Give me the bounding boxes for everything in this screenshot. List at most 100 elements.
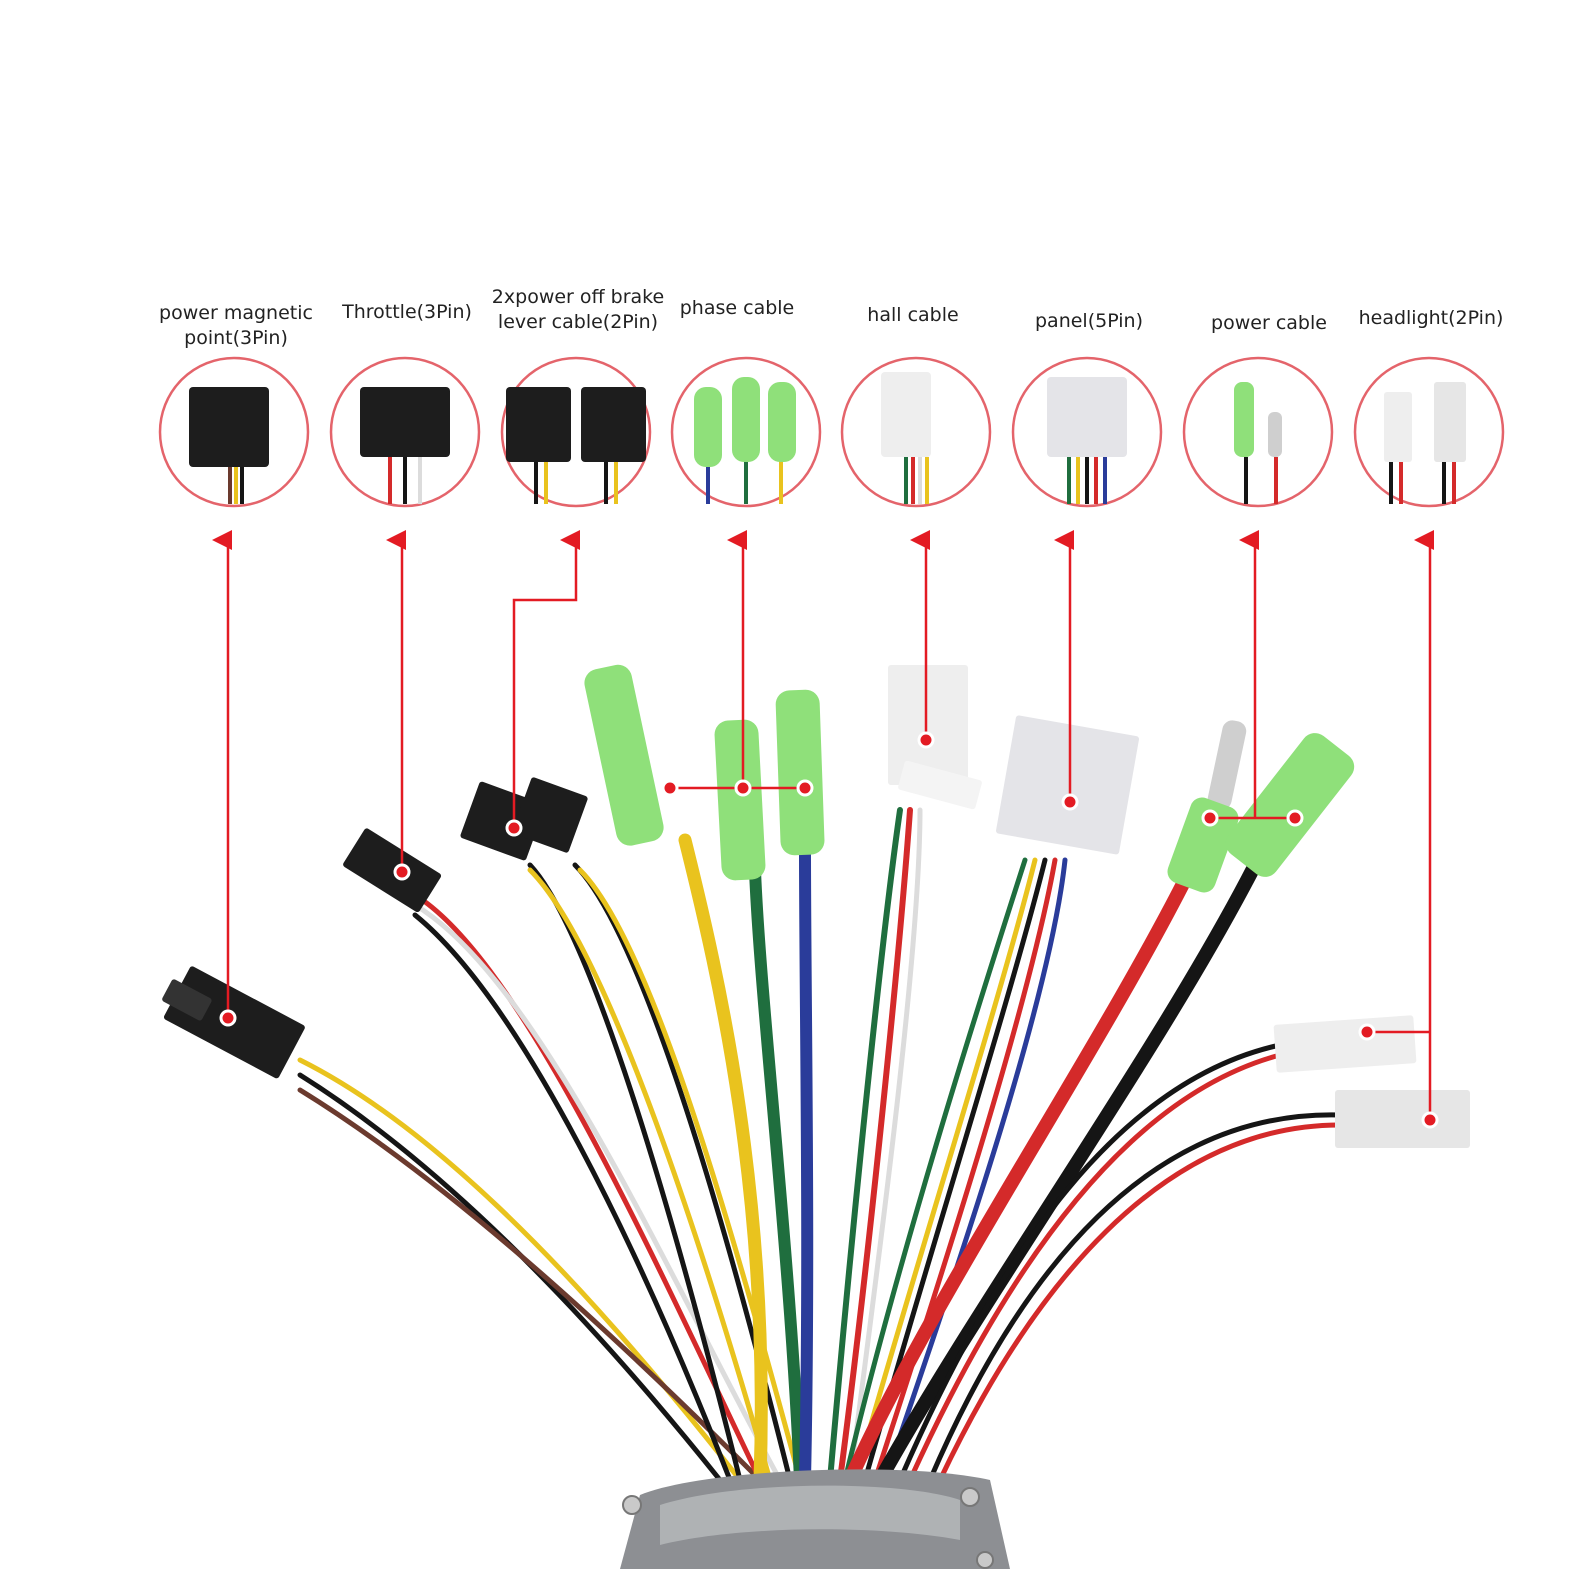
detail-sleeve <box>732 377 760 462</box>
label-line: panel(5Pin) <box>1035 310 1143 332</box>
callout-dot <box>661 779 679 797</box>
wire <box>577 867 803 1483</box>
wire <box>297 1072 723 1483</box>
wire <box>937 1122 1343 1483</box>
label-throttle: Throttle(3Pin) <box>342 300 472 325</box>
wire <box>872 857 1058 1483</box>
callout-dot <box>1421 1111 1439 1129</box>
detail-housing <box>360 387 450 457</box>
connector-plugs <box>162 664 1470 1148</box>
callout-dot <box>1201 809 1219 827</box>
headlight-plug-bottom <box>1335 1090 1470 1148</box>
screw-icon <box>976 1551 994 1569</box>
wire <box>297 1087 763 1483</box>
phase-sleeve <box>584 664 664 846</box>
callout-dot <box>1061 793 1079 811</box>
label-panel: panel(5Pin) <box>1035 309 1143 334</box>
detail-housing <box>581 387 646 462</box>
callout-dot <box>1358 1023 1376 1041</box>
controller-grommet <box>660 1485 960 1545</box>
power-magnetic-plug-latch <box>162 979 212 1021</box>
wire <box>412 912 733 1483</box>
wire <box>527 867 773 1483</box>
detail-terminal <box>1268 412 1282 457</box>
detail-circle-hl <box>1353 356 1505 508</box>
wire <box>837 807 913 1483</box>
wire <box>907 1052 1283 1483</box>
detail-housing <box>189 387 269 467</box>
callout-dot <box>393 863 411 881</box>
wire <box>897 1042 1283 1483</box>
power-bullet-terminal <box>1207 720 1247 810</box>
detail-housing <box>881 372 931 457</box>
panel-plug <box>996 715 1140 855</box>
label-line: Throttle(3Pin) <box>342 301 472 323</box>
phase-sleeve <box>714 719 766 881</box>
detail-circle-pa <box>1011 356 1163 508</box>
wire <box>927 1112 1343 1483</box>
wire-bundle <box>297 807 1343 1487</box>
power-sleeve-black <box>1225 733 1355 877</box>
label-line: power magnetic <box>159 302 313 324</box>
power-sleeve-red <box>1167 797 1239 893</box>
detail-sleeve <box>768 382 796 462</box>
screw-icon <box>622 1495 642 1515</box>
callout-dot <box>1286 809 1304 827</box>
detail-housing <box>1434 382 1466 462</box>
throttle-plug <box>343 828 442 913</box>
callout-dot <box>917 731 935 749</box>
wire <box>842 857 1028 1483</box>
detail-housing <box>506 387 571 462</box>
wire <box>799 844 814 1486</box>
detail-circle-br <box>500 356 652 508</box>
detail-housing <box>1384 392 1412 462</box>
label-headlight: headlight(2Pin) <box>1359 306 1504 331</box>
detail-circle-ph <box>670 356 822 508</box>
detail-circle-pm <box>158 356 310 508</box>
wire <box>827 807 903 1483</box>
label-hall-cable: hall cable <box>867 303 958 328</box>
detail-circle-po <box>1182 356 1334 508</box>
wire <box>412 902 783 1483</box>
label-line: headlight(2Pin) <box>1358 307 1504 329</box>
detail-circle-th <box>329 356 481 508</box>
detail-sleeve <box>694 387 722 467</box>
wire <box>678 833 768 1487</box>
label-line: phase cable <box>679 297 795 319</box>
detail-sleeve <box>1234 382 1254 457</box>
detail-circles <box>158 356 1505 508</box>
label-line: 2xpower off brake <box>491 286 665 308</box>
wire <box>749 864 806 1486</box>
detail-circle-ring <box>1182 356 1334 508</box>
detail-circle-ring <box>1353 356 1505 508</box>
hall-plug-latch <box>898 760 982 810</box>
callout-dot <box>505 819 523 837</box>
wire <box>852 857 1038 1483</box>
label-line: point(3Pin) <box>184 327 288 349</box>
detail-circle-ha <box>840 356 992 508</box>
callout-dot <box>219 1009 237 1027</box>
label-line: power cable <box>1211 312 1327 334</box>
phase-sleeve <box>775 689 825 856</box>
brake-plug-right <box>512 777 588 853</box>
detail-housing <box>1047 377 1127 457</box>
wire <box>843 863 1197 1487</box>
wire <box>882 857 1068 1483</box>
label-power-magnetic-point: power magnetic point(3Pin) <box>159 301 313 351</box>
label-phase-cable: phase cable <box>680 296 795 321</box>
headlight-plug-top <box>1273 1015 1417 1073</box>
label-line: hall cable <box>867 304 959 326</box>
wire <box>873 858 1262 1487</box>
callout-lines <box>212 530 1439 1129</box>
callout-line <box>512 530 580 828</box>
callout-dot <box>796 779 814 797</box>
label-power-cable: power cable <box>1211 311 1327 336</box>
hall-plug <box>888 665 968 785</box>
wire <box>847 807 923 1483</box>
screw-icon <box>960 1487 980 1507</box>
label-line: lever cable(2Pin) <box>497 311 659 333</box>
controller-box <box>620 1469 1010 1569</box>
label-brake-lever-cable: 2xpower off brake lever cable(2Pin) <box>492 285 664 335</box>
